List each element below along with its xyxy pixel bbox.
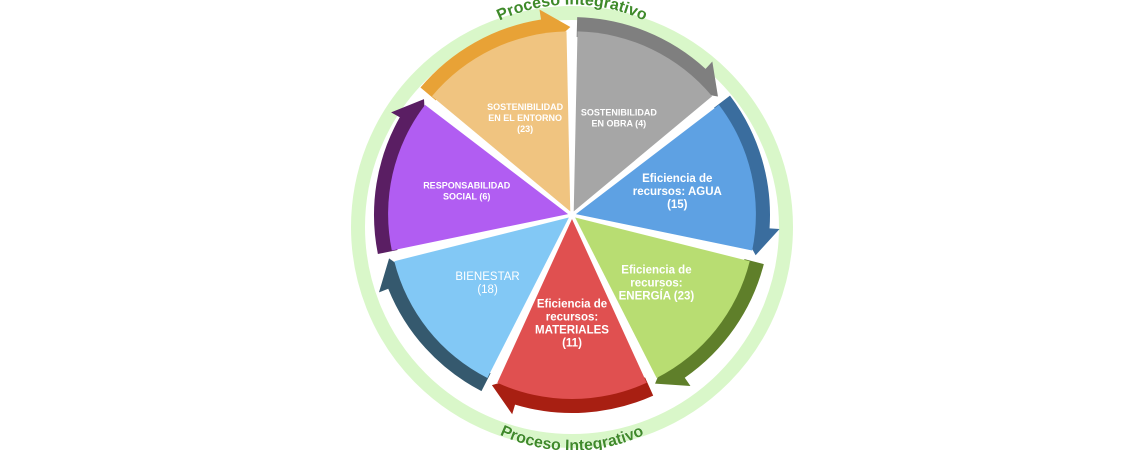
pie-wedges — [388, 31, 756, 399]
label-line: Eficiencia de — [621, 264, 691, 276]
wedge-materiales — [497, 219, 647, 399]
wedge-entorno — [431, 31, 571, 212]
label-line: RESPONSABILIDAD — [423, 181, 511, 191]
label-line: MATERIALES — [535, 325, 609, 337]
wedge-bienestar — [394, 217, 569, 378]
arrow-social — [373, 99, 426, 254]
wedge-obra — [573, 31, 713, 212]
label-line: BIENESTAR — [455, 271, 519, 283]
wedge-social — [388, 104, 569, 251]
label-line: (18) — [477, 284, 498, 296]
outer-ring — [351, 6, 793, 448]
label-line: EN OBRA (4) — [592, 118, 647, 128]
wedge-agua — [575, 104, 756, 251]
label-line: (15) — [667, 199, 688, 211]
label-line: recursos: — [630, 277, 682, 289]
label-line: recursos: — [546, 312, 598, 324]
label-line: SOSTENIBILIDAD — [487, 102, 564, 112]
label-line: (11) — [562, 338, 582, 350]
label-line: (23) — [517, 124, 533, 134]
label-line: ENERGÍA (23) — [619, 289, 695, 302]
label-line: SOSTENIBILIDAD — [581, 107, 658, 117]
label-line: SOCIAL (6) — [443, 192, 490, 202]
wedge-energia — [575, 217, 750, 378]
label-line: recursos: AGUA — [633, 186, 722, 198]
label-bienestar: BIENESTAR(18) — [455, 271, 519, 296]
label-line: EN EL ENTORNO — [488, 113, 562, 123]
label-line: Eficiencia de — [642, 173, 712, 185]
label-line: Eficiencia de — [537, 299, 607, 311]
